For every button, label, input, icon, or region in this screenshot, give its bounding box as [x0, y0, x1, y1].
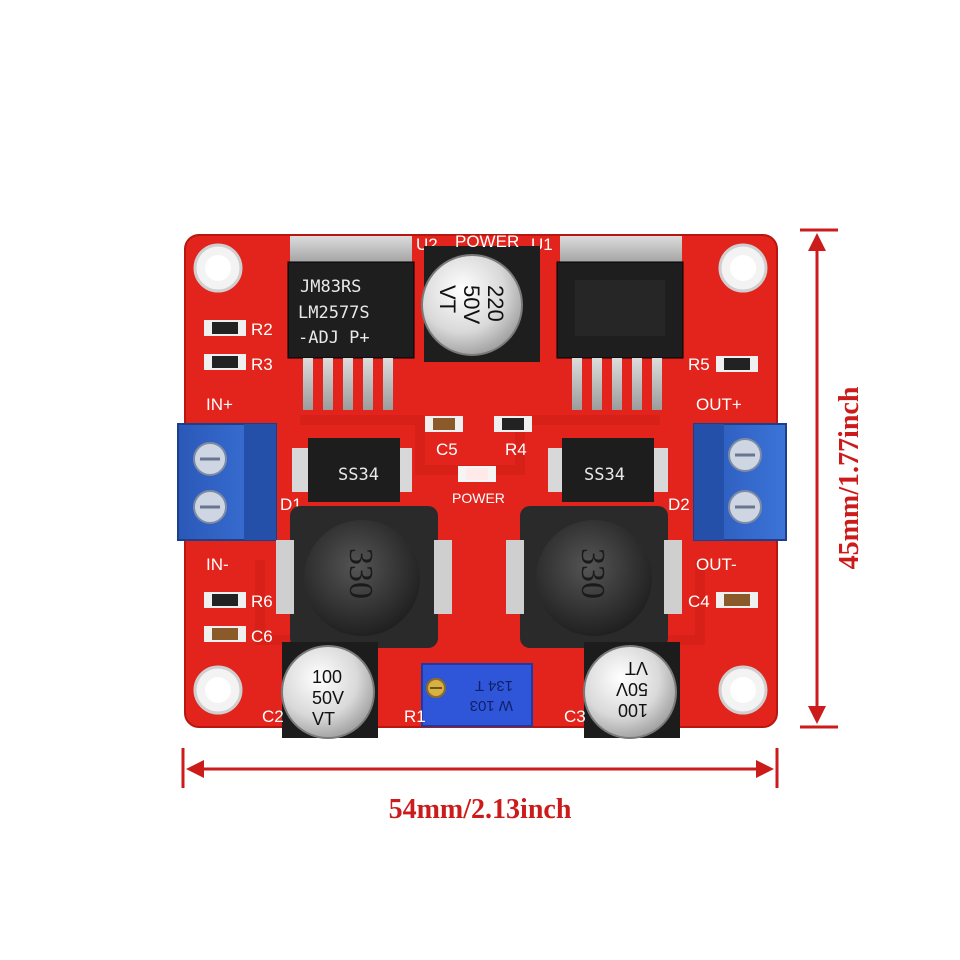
diode-right-text: SS34 — [584, 465, 625, 485]
u2-text-line1: JM83RS — [300, 277, 361, 297]
u2-text-line2: LM2577S — [298, 303, 370, 323]
label-r5: R5 — [688, 355, 710, 374]
capacitor-c3: 100 50V VT — [583, 642, 680, 739]
label-out-plus: OUT+ — [696, 395, 742, 414]
cap-left-line2: 50V — [312, 688, 344, 708]
label-r2: R2 — [251, 320, 273, 339]
label-in-plus: IN+ — [206, 395, 233, 414]
inductor-right: 330 — [506, 506, 682, 648]
label-c2: C2 — [262, 707, 284, 726]
diode-left-text: SS34 — [338, 465, 379, 485]
cap220-text-line1: 220 — [483, 285, 508, 322]
potentiometer-r1[interactable]: W 103 134 T — [421, 663, 533, 727]
capacitor-c5 — [425, 416, 463, 432]
diode-d2: SS34 — [548, 438, 668, 502]
capacitor-c2: 100 50V VT — [281, 642, 378, 739]
label-c5: C5 — [436, 440, 458, 459]
inductor-right-text: 330 — [574, 548, 611, 599]
label-c4: C4 — [688, 592, 710, 611]
label-c3: C3 — [564, 707, 586, 726]
resistor-r5 — [716, 356, 758, 372]
label-c6: C6 — [251, 627, 273, 646]
regulator-u2: JM83RS LM2577S -ADJ P+ — [287, 236, 415, 410]
capacitor-c6 — [204, 626, 246, 642]
label-r1: R1 — [404, 707, 426, 726]
cap220-text-line2: 50V — [459, 285, 484, 324]
label-d2: D2 — [668, 495, 690, 514]
capacitor-220uf: 220 50V VT — [421, 246, 540, 362]
cap220-text-line3: VT — [435, 285, 460, 313]
width-dimension-label: 54mm/2.13inch — [389, 794, 572, 825]
label-power: POWER — [452, 490, 505, 506]
mounting-hole-bottom-left — [193, 665, 243, 715]
mounting-hole-bottom-right — [718, 665, 768, 715]
label-r6: R6 — [251, 592, 273, 611]
mounting-hole-top-left — [193, 243, 243, 293]
cap-left-line1: 100 — [312, 667, 342, 687]
pot-text-line1: W 103 — [470, 697, 513, 714]
terminal-block-input[interactable] — [177, 423, 277, 541]
u2-text-line3: -ADJ P+ — [298, 328, 370, 348]
mounting-hole-top-right — [718, 243, 768, 293]
width-dimension-arrow — [181, 748, 779, 788]
capacitor-c4 — [716, 592, 758, 608]
label-power-top: POWER — [455, 232, 519, 251]
height-dimension-arrow — [800, 228, 838, 729]
cap-right-line2: 50V — [616, 679, 648, 699]
height-dimension-label: 45mm/1.77inch — [834, 386, 865, 569]
pot-text-line2: 134 T — [475, 677, 513, 694]
power-led — [458, 466, 496, 482]
cap-left-line3: VT — [312, 709, 335, 729]
resistor-r3 — [204, 354, 246, 370]
cap-right-line3: VT — [625, 658, 648, 678]
label-r3: R3 — [251, 355, 273, 374]
label-r4: R4 — [505, 440, 527, 459]
label-in-minus: IN- — [206, 555, 229, 574]
label-out-minus: OUT- — [696, 555, 737, 574]
resistor-r6 — [204, 592, 246, 608]
inductor-left-text: 330 — [342, 548, 379, 599]
inductor-left: 330 — [276, 506, 452, 648]
cap-right-line1: 100 — [618, 700, 648, 720]
resistor-r2 — [204, 320, 246, 336]
diode-d1: SS34 — [292, 438, 412, 502]
regulator-u1 — [556, 236, 684, 410]
resistor-r4 — [494, 416, 532, 432]
terminal-block-output[interactable] — [693, 423, 787, 541]
